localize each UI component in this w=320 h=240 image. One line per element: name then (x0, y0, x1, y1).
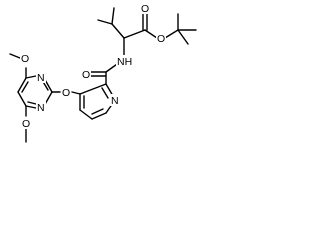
bonds (9, 7, 197, 143)
bond-py-dbl-1 (91, 108, 104, 115)
bond-cb-me1 (97, 19, 113, 25)
bond-tbu-o (164, 29, 179, 39)
bond-pym-dbl-2 (21, 81, 29, 93)
bond-meo-top-me (9, 53, 21, 59)
atom-ester-o-carbonyl: O (141, 3, 149, 15)
molecule-structure: O O NH O N O N N O O (9, 2, 197, 143)
atom-methoxy-o-bottom: O (22, 118, 30, 130)
bond-alpha-ester (123, 29, 146, 39)
atom-amide-nh: NH (117, 56, 132, 68)
atom-pyridine-n: N (111, 95, 119, 107)
atom-amide-o: O (82, 69, 90, 81)
atom-ether-o: O (62, 87, 70, 99)
bond-py-o (71, 91, 81, 95)
bond-cb-me2 (111, 7, 115, 25)
bond-o-carbonyl (144, 29, 158, 39)
bond-pym-4 (17, 91, 27, 107)
atom-ester-o-single: O (157, 33, 165, 45)
atom-labels: O O NH O N O N N O O (20, 2, 166, 130)
atom-methoxy-o-top: O (21, 53, 29, 65)
bond-py-4 (79, 109, 93, 120)
bond-pym-dbl-3 (27, 101, 37, 105)
bond-py-dbl-3 (101, 87, 109, 99)
bond-pym-5 (25, 105, 37, 109)
bond-pym-3 (17, 77, 27, 93)
bond-alpha-cb (111, 23, 125, 39)
bond-py-3 (91, 112, 107, 120)
atom-pyrimidine-n-bottom: N (37, 102, 45, 114)
bond-pym-2 (25, 75, 37, 79)
bond-py-6 (79, 83, 107, 95)
bond-tbu-3 (177, 29, 189, 45)
atom-pyrimidine-n-top: N (37, 72, 45, 84)
